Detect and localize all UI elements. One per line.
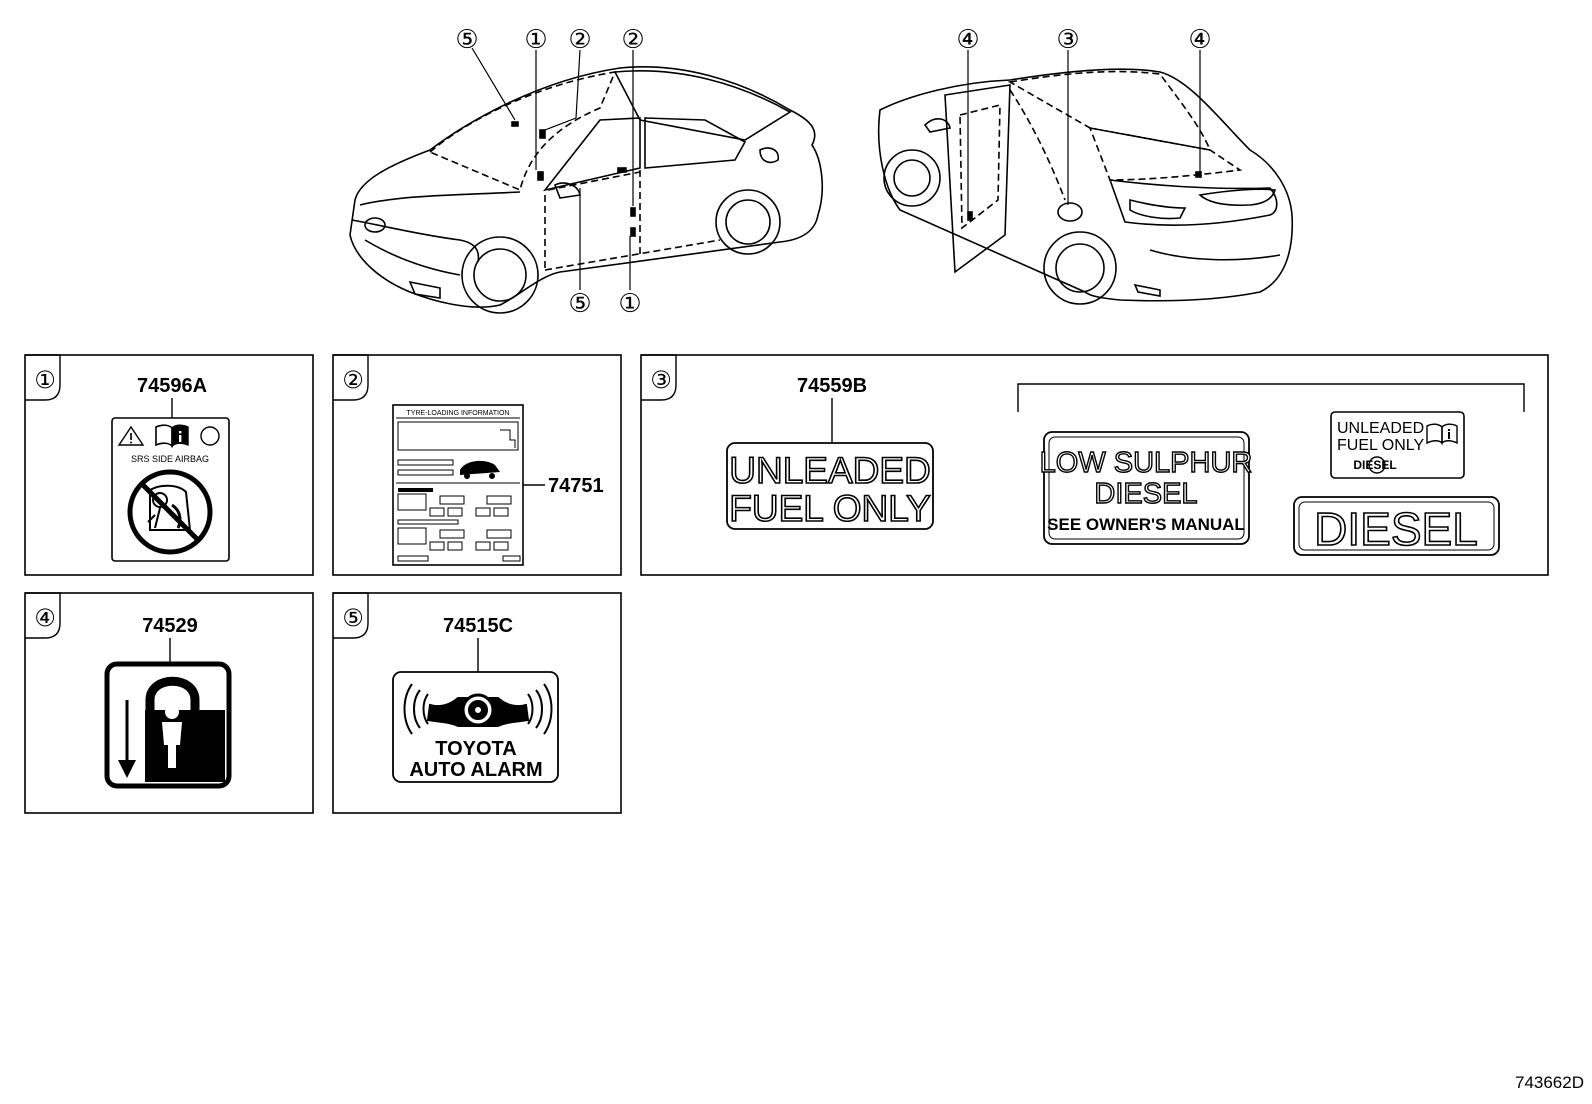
panel-1: ① 74596A SRS SIDE AIRBAG xyxy=(24,354,314,576)
circle-icon xyxy=(200,426,220,446)
vehicle-load-icon xyxy=(460,460,500,479)
panel-1-part-number: 74596A xyxy=(137,375,207,397)
variant-bracket xyxy=(1017,383,1525,412)
panel-3-frame xyxy=(640,354,1549,576)
small-unleaded-line1: UNLEADED xyxy=(1337,420,1424,437)
panel-3: ③ 74559B UNLEADED FUEL ONLY LOW SULPHUR … xyxy=(640,354,1549,576)
diesel-label xyxy=(1293,496,1500,556)
front-car-illustration xyxy=(349,47,824,314)
callout-5-top: ⑤ xyxy=(455,24,478,54)
callout-4-rear-a: ④ xyxy=(956,24,979,54)
alarm-line1: TOYOTA xyxy=(435,738,516,760)
panel-4-part-number: 74529 xyxy=(142,615,198,637)
panel-3-part-number: 74559B xyxy=(797,375,867,397)
panel-2-frame xyxy=(332,354,622,576)
alarm-line2: AUTO ALARM xyxy=(409,759,542,781)
rear-car-callouts: ④ ③ ④ xyxy=(956,24,1211,54)
front-car-callouts: ⑤ ① ② ② ⑤ ① xyxy=(455,24,644,318)
tyre-loading-title: TYRE-LOADING INFORMATION xyxy=(407,410,510,417)
small-unleaded-line2: FUEL ONLY xyxy=(1337,437,1424,454)
panel-5-part-number: 74515C xyxy=(443,615,513,637)
unleaded-fuel-label xyxy=(726,442,934,530)
panel-4-frame xyxy=(24,592,314,814)
panel-5-number: ⑤ xyxy=(342,605,364,632)
low-sulphur-line1: LOW SULPHUR xyxy=(1040,447,1253,479)
callout-5-bottom: ⑤ xyxy=(568,288,591,318)
low-sulphur-line2: DIESEL xyxy=(1094,478,1197,510)
callout-4-rear-b: ④ xyxy=(1188,24,1211,54)
low-sulphur-line3: SEE OWNER'S MANUAL xyxy=(1047,515,1245,534)
panel-4: ④ 74529 xyxy=(24,592,314,814)
panel-5-frame xyxy=(332,592,622,814)
callout-2-top-a: ② xyxy=(568,24,591,54)
unleaded-line2: FUEL ONLY xyxy=(729,488,931,529)
callout-2-top-b: ② xyxy=(621,24,644,54)
auto-alarm-label-sticker xyxy=(392,671,559,783)
diesel-text: DIESEL xyxy=(1314,503,1478,555)
callout-1-bottom: ① xyxy=(618,288,641,318)
rear-car-illustration xyxy=(877,50,1294,305)
small-unleaded-line3: DIESEL xyxy=(1353,458,1396,472)
manual-book-icon xyxy=(1426,423,1458,445)
small-unleaded-label xyxy=(1330,411,1465,479)
panel-2-part-number: 74751 xyxy=(548,475,604,497)
srs-side-airbag-text: SRS SIDE AIRBAG xyxy=(131,454,209,464)
panel-2-number: ② xyxy=(342,367,364,394)
child-lock-icon xyxy=(104,661,232,789)
unleaded-line1: UNLEADED xyxy=(729,450,931,491)
prohibited-icon xyxy=(127,469,213,555)
callout-1-top: ① xyxy=(524,24,547,54)
low-sulphur-diesel-label xyxy=(1043,431,1250,545)
panel-4-number: ④ xyxy=(34,605,56,632)
tyre-loading-label-sticker xyxy=(392,404,524,566)
callout-3-rear: ③ xyxy=(1056,24,1079,54)
srs-label-sticker xyxy=(111,417,230,562)
diagram-code: 743662D xyxy=(1514,1073,1584,1092)
manual-book-icon xyxy=(155,424,189,448)
panel-3-number: ③ xyxy=(650,367,672,394)
panel-1-frame xyxy=(24,354,314,576)
panel-5: ⑤ 74515C TOYOTA AUTO ALARM xyxy=(332,592,622,814)
panel-2: ② TYRE-LOADING INFORMATION xyxy=(332,354,622,576)
alarm-icon xyxy=(403,683,553,735)
panel-1-number: ① xyxy=(34,367,56,394)
warning-triangle-icon xyxy=(117,425,145,446)
